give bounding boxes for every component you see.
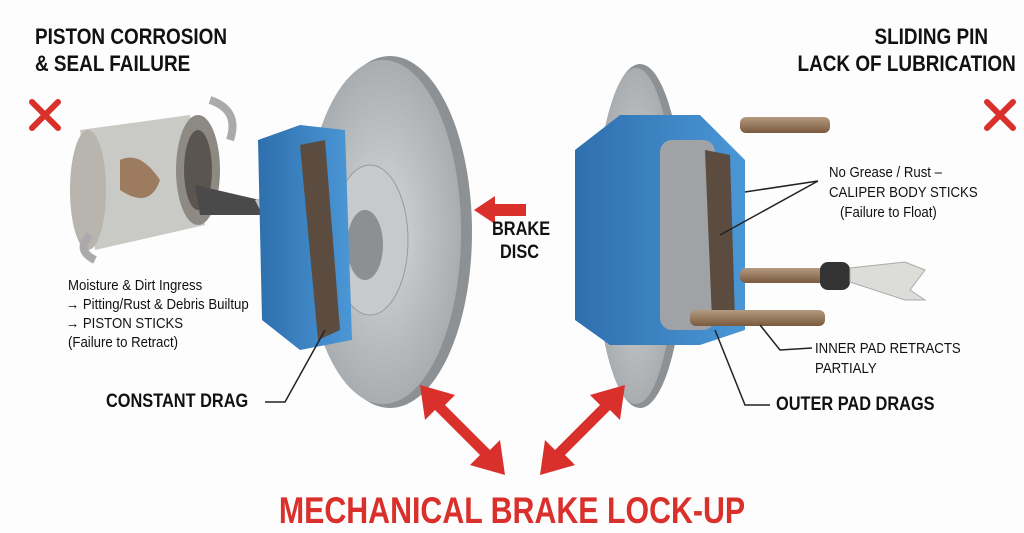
corroded-piston [70, 96, 290, 264]
right-note-line1: No Grease / Rust – [829, 164, 942, 181]
constant-drag-label: CONSTANT DRAG [106, 391, 249, 412]
main-title: MECHANICAL BRAKE LOCK-UP [278, 490, 746, 531]
left-title-line1: PISTON CORROSION [35, 24, 228, 49]
left-note-line2: → Pitting/Rust & Debris Builtup [66, 296, 249, 313]
left-title-line2: & SEAL FAILURE [35, 51, 191, 76]
leader-lines [265, 180, 819, 406]
brake-disc-arrow [474, 196, 526, 224]
left-note-line1: Moisture & Dirt Ingress [68, 277, 203, 294]
right-caliper [575, 115, 745, 345]
inner-pad-line1: INNER PAD RETRACTS [815, 340, 961, 357]
right-title-line2: LACK OF LUBRICATION [797, 51, 1016, 76]
left-note-line3: → PISTON STICKS [66, 315, 184, 332]
outer-pad-drags-label: OUTER PAD DRAGS [776, 394, 935, 415]
red-x-icon-left [29, 99, 61, 131]
red-x-icon-right [984, 99, 1016, 131]
lockup-arrow-left [420, 385, 505, 475]
brake-disc-label-line1: BRAKE [492, 219, 551, 240]
left-note-line4: (Failure to Retract) [68, 334, 179, 351]
right-note-line3: (Failure to Float) [840, 204, 937, 221]
right-title-line1: SLIDING PIN [874, 24, 988, 49]
brake-disc-label-line2: DISC [500, 242, 540, 263]
inner-pad-line2: PARTIALY [815, 360, 877, 377]
sliding-pins [690, 117, 927, 326]
left-caliper [258, 125, 352, 350]
right-note-line2: CALIPER BODY STICKS [829, 184, 978, 201]
lockup-arrow-right [540, 385, 625, 475]
